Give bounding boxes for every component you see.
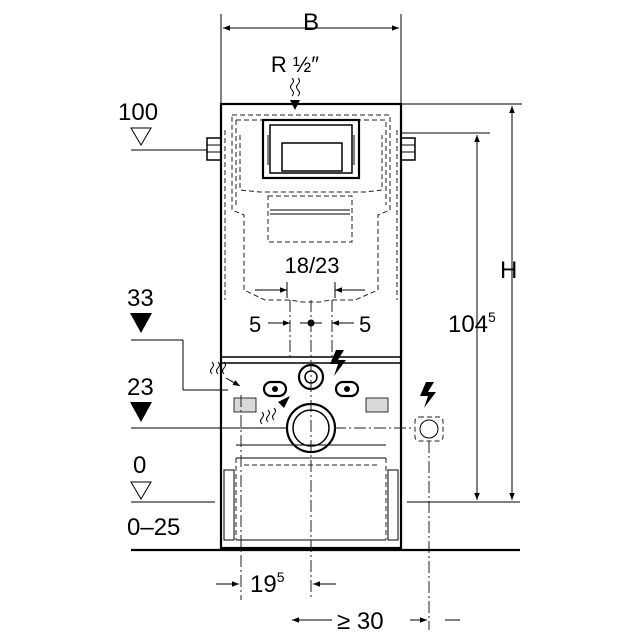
svg-text:195: 195 — [250, 569, 285, 598]
dimension-1045: 1045 — [401, 132, 496, 500]
dimension-socket: ≥ 30 — [292, 608, 460, 635]
water-inlet-marker: R ½″ — [271, 52, 319, 110]
svg-text:≥ 30: ≥ 30 — [337, 608, 384, 635]
svg-text:5: 5 — [359, 312, 371, 337]
svg-text:0–25: 0–25 — [127, 514, 180, 541]
svg-text:5: 5 — [249, 312, 261, 337]
pipe-size-label: R ½″ — [271, 52, 319, 77]
lightning-icon-right — [420, 382, 436, 408]
installation-frame — [206, 102, 416, 600]
dimension-inlet-spacing: 18/23 — [255, 253, 365, 298]
dimension-b: B — [220, 9, 402, 104]
socket-marker — [414, 382, 444, 630]
height-label: H — [500, 257, 517, 284]
svg-text:100: 100 — [118, 99, 158, 126]
level-100: 100 — [118, 99, 207, 151]
left-bracket — [206, 137, 222, 161]
right-bracket — [400, 137, 416, 161]
svg-text:0: 0 — [133, 452, 146, 479]
floor-range: 0–25 — [127, 514, 520, 552]
width-label: B — [303, 9, 319, 36]
level-33: 33 — [127, 285, 228, 391]
lightning-icon — [330, 350, 346, 376]
level-23: 23 — [127, 374, 414, 429]
dimension-195: 195 — [216, 395, 336, 600]
right-bolt — [334, 380, 360, 398]
dimension-offsets: 5 5 — [249, 312, 371, 337]
svg-text:18/23: 18/23 — [284, 253, 339, 278]
left-bolt — [262, 380, 288, 398]
svg-text:23: 23 — [127, 374, 154, 401]
level-0: 0 — [130, 452, 520, 503]
svg-text:33: 33 — [127, 285, 154, 312]
dimension-h: H — [401, 103, 522, 500]
svg-text:1045: 1045 — [448, 309, 496, 338]
